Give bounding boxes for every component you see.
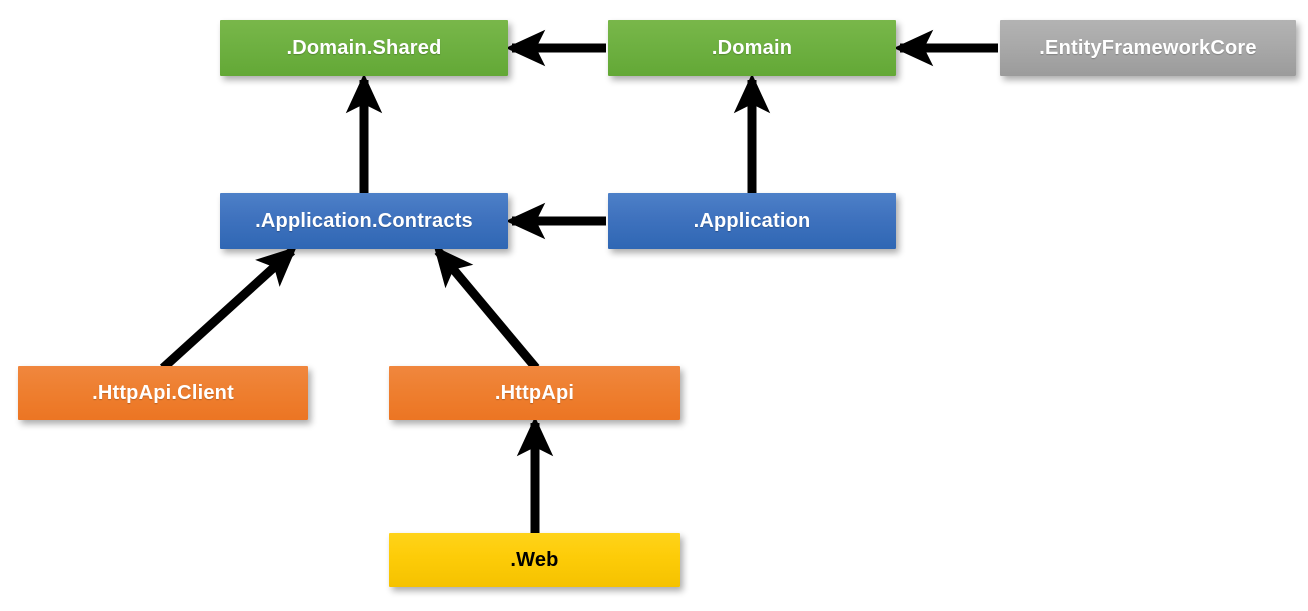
node-application-contracts[interactable]: .Application.Contracts bbox=[220, 193, 508, 249]
arrow-httpapi-to-application-contracts bbox=[433, 246, 540, 371]
arrow-httpapi-client-to-application-contracts bbox=[159, 246, 297, 372]
node-label: .Web bbox=[510, 549, 559, 571]
node-label: .Application bbox=[693, 210, 811, 232]
node-label: .EntityFrameworkCore bbox=[1039, 37, 1257, 59]
node-label: .HttpApi bbox=[494, 382, 575, 404]
node-label: .Application.Contracts bbox=[255, 210, 473, 232]
node-application[interactable]: .Application bbox=[608, 193, 896, 249]
node-domain[interactable]: .Domain bbox=[608, 20, 896, 76]
node-label: .Domain bbox=[711, 37, 793, 59]
node-entityframeworkcore[interactable]: .EntityFrameworkCore bbox=[1000, 20, 1296, 76]
node-label: .Domain.Shared bbox=[286, 37, 442, 59]
node-web[interactable]: .Web bbox=[389, 533, 680, 587]
node-domain-shared[interactable]: .Domain.Shared bbox=[220, 20, 508, 76]
node-httpapi[interactable]: .HttpApi bbox=[389, 366, 680, 420]
node-httpapi-client[interactable]: .HttpApi.Client bbox=[18, 366, 308, 420]
node-label: .HttpApi.Client bbox=[92, 382, 234, 404]
